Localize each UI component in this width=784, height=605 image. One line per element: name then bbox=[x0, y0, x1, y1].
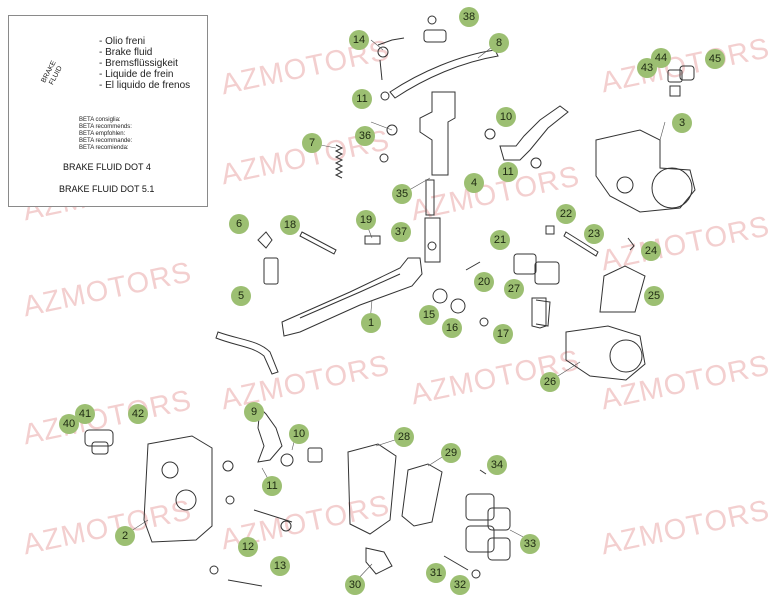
callout-badge[interactable]: 32 bbox=[450, 575, 470, 595]
callout-badge[interactable]: 4 bbox=[464, 173, 484, 193]
fluid-name: - Brake fluid bbox=[99, 47, 153, 58]
callout-badge[interactable]: 29 bbox=[441, 443, 461, 463]
callout-badge[interactable]: 18 bbox=[280, 215, 300, 235]
callout-badge[interactable]: 31 bbox=[426, 563, 446, 583]
recommends-line: BETA consiglia: bbox=[79, 117, 121, 123]
callout-badge[interactable]: 10 bbox=[496, 107, 516, 127]
callout-badge[interactable]: 11 bbox=[352, 89, 372, 109]
callout-badge[interactable]: 41 bbox=[75, 404, 95, 424]
callout-badge[interactable]: 37 bbox=[391, 222, 411, 242]
dot51-label: BRAKE FLUID DOT 5.1 bbox=[59, 184, 155, 194]
callout-badge[interactable]: 7 bbox=[302, 133, 322, 153]
callout-badge[interactable]: 17 bbox=[493, 324, 513, 344]
recommends-line: BETA empfohlen: bbox=[79, 131, 126, 137]
callout-badge[interactable]: 12 bbox=[238, 537, 258, 557]
fluid-name: - Olio freni bbox=[99, 36, 146, 47]
callout-badge[interactable]: 16 bbox=[442, 318, 462, 338]
callout-badge[interactable]: 11 bbox=[498, 162, 518, 182]
callout-badge[interactable]: 21 bbox=[490, 230, 510, 250]
callout-badge[interactable]: 36 bbox=[355, 126, 375, 146]
brake-fluid-info-box: BRAKE FLUID - Olio freni - Brake fluid -… bbox=[8, 15, 208, 207]
dot4-label: BRAKE FLUID DOT 4 bbox=[63, 162, 151, 172]
recommends-line: BETA recomienda: bbox=[79, 145, 129, 151]
callout-badge[interactable]: 10 bbox=[289, 424, 309, 444]
callout-badge[interactable]: 38 bbox=[459, 7, 479, 27]
callout-badge[interactable]: 34 bbox=[487, 455, 507, 475]
callout-badge[interactable]: 1 bbox=[361, 313, 381, 333]
fluid-name: - Bremsflüssigkeit bbox=[99, 58, 178, 69]
callout-badge[interactable]: 30 bbox=[345, 575, 365, 595]
callout-badge[interactable]: 5 bbox=[231, 286, 251, 306]
callout-badge[interactable]: 19 bbox=[356, 210, 376, 230]
bottle-label: BRAKE FLUID bbox=[40, 59, 64, 87]
callout-badge[interactable]: 43 bbox=[637, 58, 657, 78]
callout-badge[interactable]: 22 bbox=[556, 204, 576, 224]
recommends-line: BETA recommends: bbox=[79, 124, 132, 130]
callout-badge[interactable]: 27 bbox=[504, 279, 524, 299]
callout-badge[interactable]: 15 bbox=[419, 305, 439, 325]
callout-badge[interactable]: 28 bbox=[394, 427, 414, 447]
callout-badge[interactable]: 2 bbox=[115, 526, 135, 546]
callout-badge[interactable]: 23 bbox=[584, 224, 604, 244]
callout-badge[interactable]: 45 bbox=[705, 49, 725, 69]
callout-badge[interactable]: 25 bbox=[644, 286, 664, 306]
callout-badge[interactable]: 3 bbox=[672, 113, 692, 133]
callout-badge[interactable]: 26 bbox=[540, 372, 560, 392]
callout-badge[interactable]: 11 bbox=[262, 476, 282, 496]
recommends-line: BETA recommande: bbox=[79, 138, 133, 144]
callout-badge[interactable]: 24 bbox=[641, 241, 661, 261]
callout-badge[interactable]: 9 bbox=[244, 402, 264, 422]
fluid-name: - El liquido de frenos bbox=[99, 80, 191, 91]
callout-badge[interactable]: 33 bbox=[520, 534, 540, 554]
callout-badge[interactable]: 42 bbox=[128, 404, 148, 424]
callout-badge[interactable]: 40 bbox=[59, 414, 79, 434]
callout-badge[interactable]: 6 bbox=[229, 214, 249, 234]
callout-badge[interactable]: 13 bbox=[270, 556, 290, 576]
callout-badge[interactable]: 8 bbox=[489, 33, 509, 53]
fluid-name: - Liquide de frein bbox=[99, 69, 174, 80]
callout-badge[interactable]: 20 bbox=[474, 272, 494, 292]
callout-badge[interactable]: 14 bbox=[349, 30, 369, 50]
callout-badge[interactable]: 35 bbox=[392, 184, 412, 204]
